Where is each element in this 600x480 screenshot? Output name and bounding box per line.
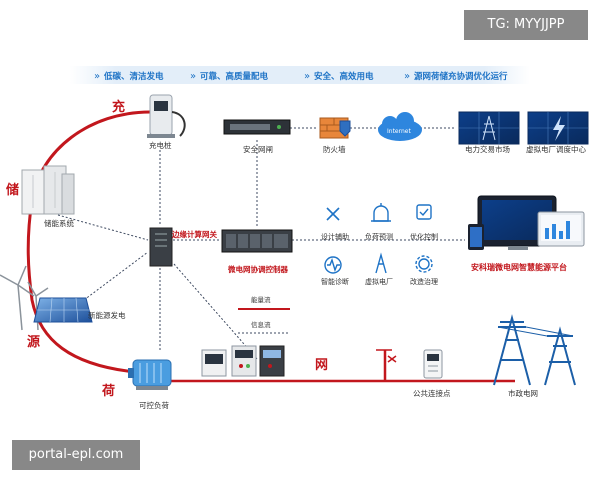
banner-item-3: » 安全、高效用电 [304,71,374,82]
vpp-center-icon [527,111,589,145]
banner-text: 可靠、高质量配电 [200,71,269,82]
platform-label: 安科瑞微电网智慧能源平台 [471,262,567,272]
firewall-icon [319,117,351,139]
energy-arc [26,110,151,374]
power-market-label: 电力交易市场 [465,144,510,154]
legend-info-label: 信息流 [251,320,271,329]
label-he: 荷 [101,383,115,399]
banner-text: 安全、高效用电 [314,71,374,82]
legend-energy-label: 能量流 [251,295,271,304]
function-design-aid: 设计辅助 [321,207,349,241]
label-chu: 储 [5,182,19,198]
transmission-tower-icon [493,314,576,386]
label-chong: 充 [112,99,125,115]
controller-label: 微电网协调控制器 [227,264,288,274]
banner-item-2: » 可靠、高质量配电 [190,71,269,82]
security-gateway-icon [223,119,291,135]
banner-text: 源网荷储充协调优化运行 [414,71,508,82]
pcc-label: 公共连接点 [413,388,451,398]
wind-turbine-icon [0,265,49,331]
function-label: 优化控制 [410,232,438,241]
label-wang: 网 [315,358,328,373]
security-gateway-label: 安全网闸 [243,144,273,154]
storage-system-label: 储能系统 [44,218,74,228]
controllable-load-icon [128,359,172,390]
banner-item-1: » 低碳、清洁发电 [94,71,164,82]
function-label: 虚拟电厂 [365,277,393,286]
info-lines [57,127,465,361]
watermark-bottom: portal-epl.com [12,440,140,470]
vpp-center-label: 虚拟电厂调度中心 [526,144,586,154]
power-tower-icon [375,252,387,274]
function-label: 智能诊断 [321,277,349,286]
platform-devices-icon [468,195,585,250]
firewall-label: 防火墙 [323,144,346,154]
storage-system-icon [21,165,75,215]
energy-line-bottom [170,350,515,383]
breaker-icon [376,349,397,363]
new-energy-label: 新能源发电 [88,310,126,320]
gear-icon [415,255,433,273]
banner-item-4: » 源网荷储充协调优化运行 [404,71,508,82]
controller-icon [221,229,293,253]
svg-text:»: » [94,71,100,82]
function-diagnosis: 智能诊断 [321,256,349,286]
svg-text:»: » [190,71,196,82]
controllable-load-label: 可控负荷 [139,400,169,410]
design-aid-icon [326,207,340,221]
function-retrofit: 改造治理 [410,255,438,286]
grid-label: 市政电网 [508,388,538,398]
function-load-forecast: 负荷预测 [365,203,393,241]
flow-legend: 能量流 信息流 [238,295,290,334]
svg-text:»: » [404,71,410,82]
charging-pile-label: 充电桩 [149,140,172,150]
function-vpp: 虚拟电厂 [365,252,393,286]
checklist-icon [416,204,432,220]
alarm-icon [371,203,391,222]
pcc-meter-icon [423,349,443,379]
edge-gateway-label: 边缘计算网关 [171,229,217,239]
power-market-icon [458,111,520,145]
function-optimize-control: 优化控制 [410,204,438,241]
function-label: 负荷预测 [365,232,393,241]
internet-cloud-icon [378,112,422,141]
edge-gateway-icon [149,227,173,267]
label-yuan: 源 [27,334,40,350]
solar-panel-icon [33,297,93,323]
svg-text:»: » [304,71,310,82]
function-label: 设计辅助 [321,232,349,241]
meters-icon [201,345,285,377]
watermark-top: TG: MYYJJPP [464,10,588,40]
charging-pile-icon [147,94,186,138]
banner-strip [70,66,530,84]
function-label: 改造治理 [410,277,438,286]
internet-label: Internet [387,128,411,135]
diagnosis-icon [324,256,342,274]
banner-text: 低碳、清洁发电 [103,71,164,82]
